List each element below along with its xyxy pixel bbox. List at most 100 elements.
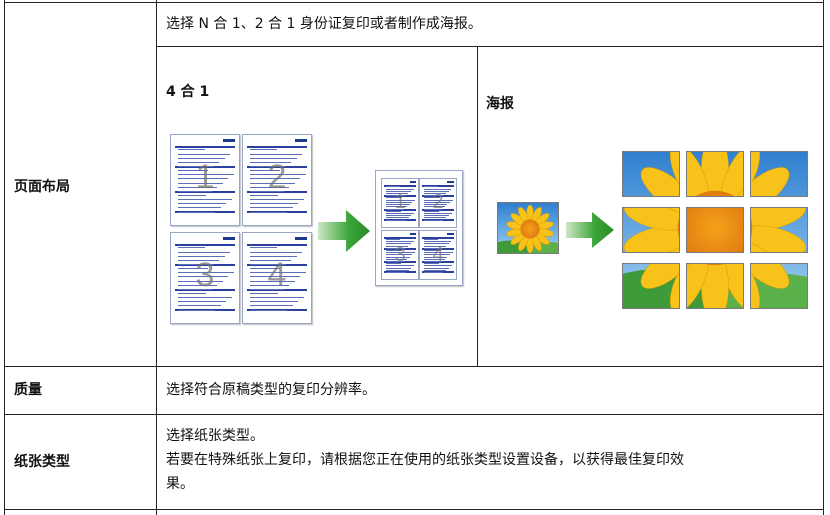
page-rule [422,260,454,263]
row-label-paper-type: 纸张类型 [14,454,70,470]
mini-page-4: 4 [419,230,458,281]
quality-description: 选择符合原稿类型的复印分辨率。 [166,382,376,398]
page-number: 1 [195,158,215,197]
text-line [423,256,448,258]
text-line [249,272,306,274]
text-line [177,280,223,282]
text-line [423,204,448,206]
text-line [249,305,293,307]
text-line [177,157,225,159]
page-number: 4 [432,243,444,266]
text-line [385,217,409,219]
text-line [385,212,415,214]
description-divider [156,46,824,47]
sunflower-original-image [497,202,559,254]
text-line [385,245,408,247]
text-line [385,265,415,267]
brand-logo [409,180,417,183]
text-line [385,258,407,260]
poster-tile-5 [686,207,744,253]
text-line [385,269,409,271]
combined-page: 1 2 3 4 [375,170,463,286]
row-divider-papertype [4,509,824,510]
text-line [177,190,212,192]
text-line [177,284,218,286]
text-line [249,280,295,282]
text-line [385,204,410,206]
text-line [385,249,402,251]
page-rule [384,237,417,239]
page-number: 3 [195,256,215,295]
text-line [423,252,454,254]
text-line [249,297,304,299]
text-line [177,211,216,213]
text-line [249,207,293,209]
poster-tile-9 [750,263,808,309]
text-line [423,269,447,271]
brand-logo [447,233,454,236]
text-line [385,197,402,199]
text-line [249,251,303,253]
text-line [385,267,412,269]
page-number: 2 [432,191,444,214]
brand-logo [222,236,235,241]
text-line [177,272,234,274]
text-line [177,268,209,270]
text-line [249,186,290,188]
row-divider-top [4,2,824,3]
text-line [177,247,205,249]
text-line [385,219,406,221]
text-line [423,241,452,243]
text-line [385,241,414,243]
text-line [177,153,231,155]
poster-heading: 海报 [486,96,514,112]
text-line [177,305,221,307]
text-line [177,178,229,180]
text-line [177,149,205,151]
text-line [177,301,227,303]
text-line [423,208,442,210]
text-line [423,219,444,221]
page-rule [384,184,417,187]
source-page-3: 3 [170,232,240,324]
text-line [249,190,284,192]
illustration-divider [477,46,478,366]
page-rule [175,288,235,291]
text-line [385,254,413,256]
text-line [177,207,221,209]
text-line [249,309,288,311]
column-divider [156,0,157,515]
row-divider-quality [4,414,824,415]
text-line [385,188,414,190]
page-number: 2 [267,158,287,197]
row-label-page-layout: 页面布局 [14,179,70,195]
page-rule [422,184,454,187]
page-layout-description: 选择 N 合 1、2 合 1 身份证复印或者制作成海报。 [166,16,482,32]
text-line [385,238,401,240]
brand-logo [222,138,235,143]
mini-page-3: 3 [381,230,420,281]
text-line [423,188,452,190]
text-line [423,210,439,212]
poster-tile-7 [622,263,680,309]
page-number: 1 [394,191,406,214]
text-line [177,174,234,176]
page-number: 3 [394,243,406,266]
page-rule [247,288,307,291]
text-line [385,208,404,210]
text-line [423,193,446,195]
text-line [385,195,405,197]
text-line [423,265,453,267]
page-rule [247,145,307,148]
paper-type-description-line-3: 果。 [166,476,194,492]
text-line [177,255,225,257]
poster-tile-1 [622,151,680,197]
text-line [249,161,292,163]
text-line [177,297,232,299]
text-line [249,153,303,155]
text-line [249,263,286,265]
page-rule [384,260,417,263]
paper-type-description-line-1: 选择纸张类型。 [166,428,264,444]
table-right-border [823,0,824,515]
text-line [423,212,453,214]
